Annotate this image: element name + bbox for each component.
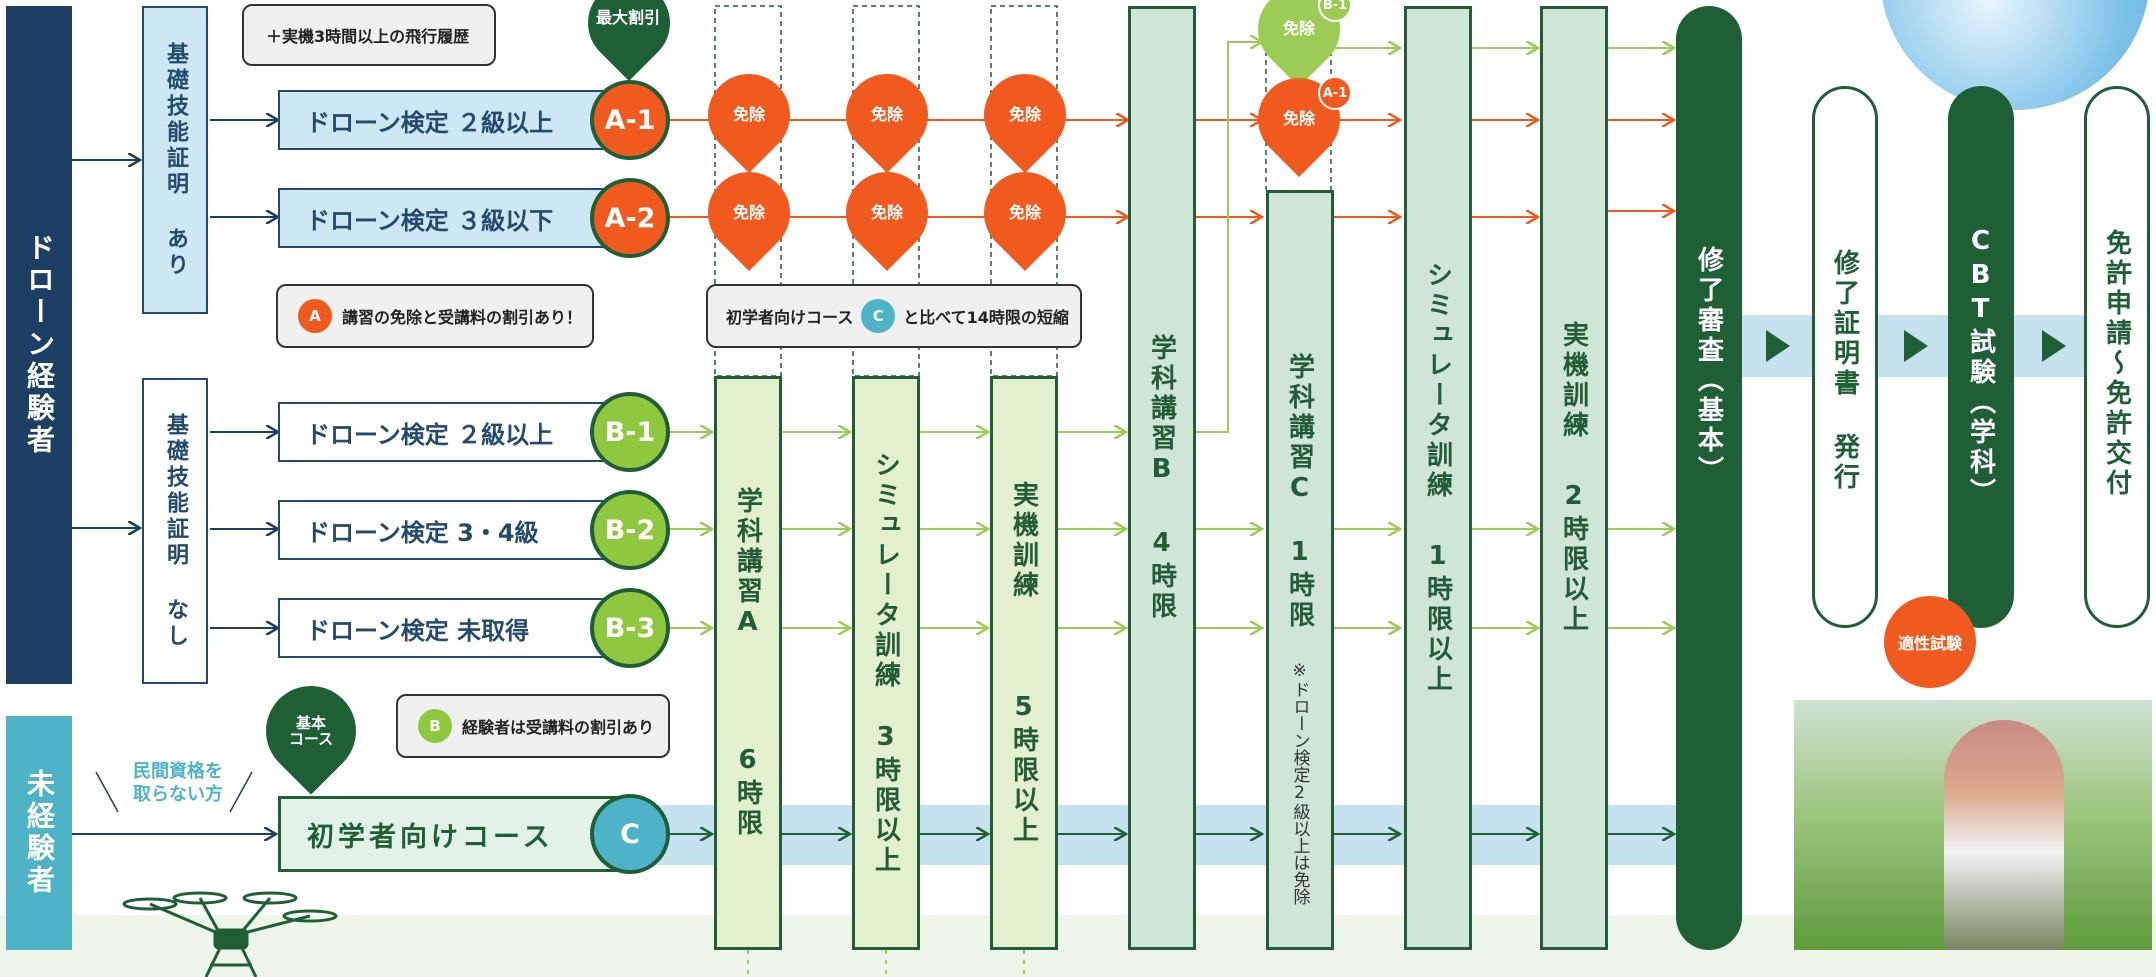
column-name: シミュレータ訓練 xyxy=(870,450,901,691)
inexperienced-label: 未経験者 xyxy=(6,716,72,950)
route-code-a2: A-2 xyxy=(590,178,670,258)
column-hours: 6時限 xyxy=(732,745,763,839)
course-column-sim2: シミュレータ訓練 1時限以上 xyxy=(1404,6,1472,950)
exempt-tag-b1: B-1 xyxy=(1318,0,1352,22)
column-hours: 5時限以上 xyxy=(1008,691,1039,846)
b-note-text: 経験者は受講料の割引あり xyxy=(462,718,655,737)
route-label: ドローン検定 ２級以上 xyxy=(306,108,554,137)
c-note-callout: 初学者向けコース C と比べて14時限の短縮 xyxy=(706,284,1082,348)
route-box-b2: ドローン検定 3・4級 xyxy=(278,500,618,560)
route-label: ドローン検定 3・4級 xyxy=(306,518,539,547)
c-note-pre: 初学者向けコース xyxy=(726,308,854,327)
column-hours: 2時限以上 xyxy=(1558,481,1589,635)
route-box-a2: ドローン検定 ３級以下 xyxy=(278,188,618,248)
basic-course-text: 基本 コース xyxy=(288,713,334,748)
exempt-pin: 免除 xyxy=(967,155,1083,271)
route-box-c: 初学者向けコース xyxy=(278,796,618,872)
column-hours: 4時限 xyxy=(1146,528,1177,622)
aptitude-test-badge: 適性試験 xyxy=(1884,596,1976,688)
a-badge: A xyxy=(298,299,332,333)
b-note-callout: B 経験者は受講料の割引あり xyxy=(396,694,670,758)
no-private-qual-label: 民間資格を 取らない方 xyxy=(133,761,223,806)
route-code-c: C xyxy=(590,794,670,874)
column-name: 学科講習A xyxy=(732,487,763,641)
route-box-b3: ドローン検定 未取得 xyxy=(278,598,618,658)
course-column-b: 学科講習B 4時限 xyxy=(1128,6,1196,950)
course-column-c: 学科講習C 1時限 ※ドローン検定2級以上は免除 xyxy=(1266,190,1334,950)
column-name: 実機訓練 xyxy=(1558,321,1589,441)
skill-cert-yes-label: 基礎技能証明 あり xyxy=(142,6,208,314)
route-box-a1: ドローン検定 ２級以上 xyxy=(278,90,618,150)
flight-history-callout: ＋実機3時間以上の飛行履歴 xyxy=(242,4,496,66)
column-name: 学科講習C xyxy=(1284,353,1315,507)
exempt-pin: 免除 xyxy=(829,57,945,173)
column-name: 学科講習B xyxy=(1146,334,1177,488)
drone-icon xyxy=(122,891,338,977)
route-label: 初学者向けコース xyxy=(307,821,554,853)
column-note: ※ドローン検定2級以上は免除 xyxy=(1289,661,1310,905)
route-label: ドローン検定 ３級以下 xyxy=(306,206,554,235)
route-code-b1: B-1 xyxy=(590,392,670,472)
skill-cert-no-label: 基礎技能証明 なし xyxy=(142,378,208,684)
a-note-text: 講習の免除と受講料の割引あり！ xyxy=(342,308,583,327)
basic-course-tag: 基本 コース xyxy=(247,667,375,795)
exempt-pin: 免除 xyxy=(829,155,945,271)
a-note-callout: A 講習の免除と受講料の割引あり！ xyxy=(276,284,594,348)
column-hours: 1時限 xyxy=(1284,537,1315,631)
b-badge: B xyxy=(418,709,452,743)
route-label: ドローン検定 ２級以上 xyxy=(306,420,554,449)
column-hours: 1時限以上 xyxy=(1422,541,1453,695)
exempt-pin-b1: 免除 xyxy=(1241,0,1357,87)
review-step: 修了審査（基本） xyxy=(1676,6,1742,950)
route-box-b1: ドローン検定 ２級以上 xyxy=(278,402,618,462)
route-code-a1: A-1 xyxy=(590,80,670,160)
route-label: ドローン検定 未取得 xyxy=(306,616,530,645)
exempt-pin: 免除 xyxy=(967,57,1083,173)
operator-figure xyxy=(1944,720,2064,950)
cbt-step: CBT試験（学科） xyxy=(1948,86,2014,628)
operator-photo xyxy=(1794,700,2152,950)
max-discount-tag: 最大割引 xyxy=(571,0,687,81)
license-step: 免許申請～免許交付 xyxy=(2084,86,2150,628)
exempt-pin: 免除 xyxy=(691,57,807,173)
max-discount-text: 最大割引 xyxy=(595,8,660,28)
certificate-step: 修了証明書 発行 xyxy=(1812,86,1878,628)
course-column-real1: 実機訓練 5時限以上 xyxy=(990,376,1058,950)
course-column-real2: 実機訓練 2時限以上 xyxy=(1540,6,1608,950)
column-hours: 3時限以上 xyxy=(870,721,901,876)
route-code-b3: B-3 xyxy=(590,588,670,668)
exempt-pin: 免除 xyxy=(691,155,807,271)
column-name: 実機訓練 xyxy=(1008,480,1039,601)
flight-history-text: ＋実機3時間以上の飛行履歴 xyxy=(266,27,470,46)
column-name: シミュレータ訓練 xyxy=(1422,261,1453,501)
c-badge: C xyxy=(861,299,896,333)
c-note-post: と比べて14時限の短縮 xyxy=(903,308,1069,327)
exempt-pin-a1: 免除 xyxy=(1241,61,1357,177)
course-column-sim1: シミュレータ訓練 3時限以上 xyxy=(852,376,920,950)
experienced-label: ドローン経験者 xyxy=(6,6,72,684)
exempt-tag-a1: A-1 xyxy=(1318,76,1352,110)
course-column-a: 学科講習A 6時限 xyxy=(714,376,782,950)
route-code-b2: B-2 xyxy=(590,490,670,570)
